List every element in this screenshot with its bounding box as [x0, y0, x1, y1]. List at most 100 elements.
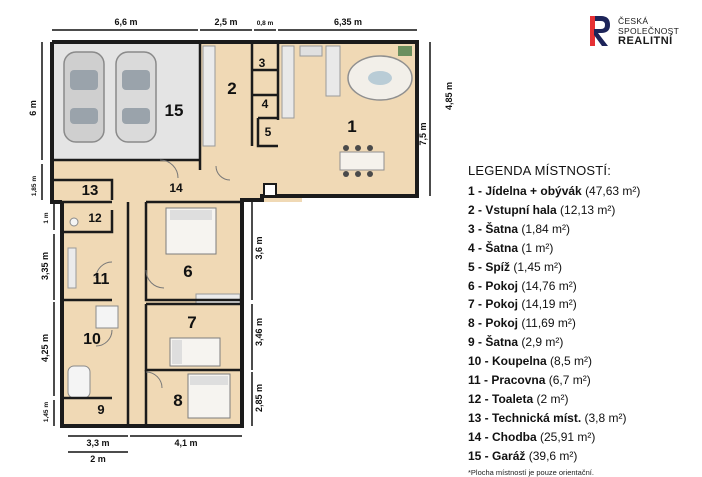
- dim-right-room6: 3,6 m: [254, 236, 264, 259]
- legend-item-label: 4 - Šatna: [468, 240, 519, 255]
- dim-top-garage: 6,6 m: [114, 17, 137, 27]
- legend-item: 5 - Spíž (1,45 m²): [468, 258, 700, 277]
- shower: [95, 305, 119, 329]
- legend-item-area: (12,13 m²): [560, 202, 616, 217]
- room-number-13: 13: [82, 182, 99, 199]
- room-number-1: 1: [347, 117, 356, 136]
- legend-item: 13 - Technická míst. (3,8 m²): [468, 409, 700, 428]
- bed-room6: [165, 207, 217, 255]
- legend-item-label: 10 - Koupelna: [468, 354, 547, 369]
- legend-item-area: (1,84 m²): [521, 221, 571, 236]
- legend-item-area: (11,69 m²): [521, 316, 576, 331]
- dim-bottom-left: 3,3 m: [86, 438, 109, 448]
- legend-item-label: 3 - Šatna: [468, 221, 519, 236]
- legend-item-area: (1 m²): [521, 240, 554, 255]
- bathtub: [67, 365, 91, 399]
- legend-item-area: (2 m²): [536, 391, 569, 406]
- room-number-15: 15: [165, 101, 184, 120]
- floor-plan: 6,6 m 2,5 m 0,8 m 6,35 m 6 m 1,85 m 1 m …: [28, 17, 454, 464]
- dim-bottom-right: 4,1 m: [174, 438, 197, 448]
- legend-item: 8 - Pokoj (11,69 m²): [468, 314, 700, 333]
- room-number-12: 12: [88, 211, 102, 225]
- brand-logo: ČESKÁ SPOLEČNOST REALITNÍ: [588, 14, 688, 54]
- bed-room8: [187, 373, 231, 419]
- toilet-wc: [69, 217, 79, 227]
- dim-left-closet: 1,45 m: [43, 402, 50, 422]
- legend-item-label: 11 - Pracovna: [468, 373, 546, 388]
- legend-item-area: (39,6 m²): [528, 448, 578, 463]
- dim-top-living: 6,35 m: [334, 17, 362, 27]
- legend-item-area: (8,5 m²): [550, 354, 593, 369]
- legend-item-area: (2,9 m²): [521, 335, 564, 350]
- room-number-9: 9: [97, 402, 104, 417]
- room-number-2: 2: [227, 79, 236, 98]
- legend-item-label: 12 - Toaleta: [468, 391, 534, 406]
- column: [263, 183, 277, 197]
- kitchen-counter: [281, 45, 341, 119]
- room-number-10: 10: [83, 331, 101, 348]
- dim-left-wc: 1 m: [43, 212, 50, 223]
- car-right: [115, 51, 157, 143]
- dim-left-bath: 4,25 m: [40, 334, 50, 362]
- bed-room7: [169, 337, 221, 367]
- legend-item-label: 15 - Garáž: [468, 448, 526, 463]
- legend-item: 9 - Šatna (2,9 m²): [468, 333, 700, 352]
- legend-item-area: (3,8 m²): [584, 410, 627, 425]
- legend-note: *Plocha místností je pouze orientační.: [468, 467, 594, 477]
- legend-item-area: (6,7 m²): [548, 373, 591, 388]
- car-left: [63, 51, 105, 143]
- legend-item: 10 - Koupelna (8,5 m²): [468, 352, 700, 371]
- legend-item-label: 1 - Jídelna + obývák: [468, 184, 582, 198]
- doors: [95, 159, 231, 389]
- dining-table: [339, 145, 385, 177]
- room-legend: LEGENDA MÍSTNOSTÍ: 1 - Jídelna + obývák …: [468, 163, 700, 477]
- legend-item-area: (47,63 m²): [585, 184, 641, 198]
- dim-left-garage: 6 m: [28, 100, 38, 116]
- legend-item: 15 - Garáž (39,6 m²): [468, 447, 700, 466]
- dim-right-room7: 3,46 m: [254, 318, 264, 346]
- legend-item-label: 14 - Chodba: [468, 429, 537, 444]
- study-desk: [67, 247, 77, 289]
- legend-item-label: 6 - Pokoj: [468, 278, 519, 293]
- walls: [50, 40, 419, 428]
- legend-item-area: (25,91 m²): [540, 429, 596, 444]
- dim-left-tech: 1,85 m: [31, 176, 38, 196]
- legend-item: 7 - Pokoj (14,19 m²): [468, 295, 700, 314]
- hall-wardrobe: [202, 45, 216, 147]
- room-number-6: 6: [183, 262, 192, 281]
- dim-top-hall: 2,5 m: [214, 17, 237, 27]
- dim-right-living-outer: 4,85 m: [444, 82, 454, 110]
- room-number-4: 4: [262, 97, 269, 111]
- legend-title: LEGENDA MÍSTNOSTÍ:: [468, 163, 612, 178]
- legend-item: 11 - Pracovna (6,7 m²): [468, 371, 700, 390]
- legend-item-area: (1,45 m²): [513, 259, 563, 274]
- legend-list: 1 - Jídelna + obývák (47,63 m²) 2 - Vstup…: [468, 182, 700, 466]
- brand-line-2: SPOLEČNOST: [618, 26, 680, 36]
- legend-item-label: 7 - Pokoj: [468, 297, 519, 312]
- legend-item-area: (14,19 m²): [521, 297, 577, 312]
- legend-item-label: 2 - Vstupní hala: [468, 202, 557, 217]
- dimension-lines: [41, 29, 431, 453]
- legend-item: 4 - Šatna (1 m²): [468, 239, 700, 258]
- dim-top-small: 0,8 m: [257, 20, 274, 27]
- legend-item: 6 - Pokoj (14,76 m²): [468, 277, 700, 296]
- brand-r-mark-icon: [590, 16, 610, 46]
- brand-line-1: ČESKÁ: [618, 16, 649, 26]
- room-number-7: 7: [187, 313, 196, 332]
- legend-item-label: 13 - Technická míst.: [468, 410, 582, 425]
- legend-item-label: 8 - Pokoj: [468, 316, 519, 331]
- legend-item: 3 - Šatna (1,84 m²): [468, 220, 700, 239]
- legend-item: 14 - Chodba (25,91 m²): [468, 428, 700, 447]
- dim-bottom-2m: 2 m: [90, 454, 106, 464]
- inner-walls: [52, 42, 280, 426]
- room-number-11: 11: [93, 271, 110, 288]
- sofa: [347, 46, 413, 101]
- dim-left-study: 3,35 m: [40, 252, 50, 280]
- room-number-3: 3: [259, 56, 266, 70]
- legend-item: 12 - Toaleta (2 m²): [468, 390, 700, 409]
- legend-item-label: 9 - Šatna: [468, 335, 519, 350]
- room-number-8: 8: [173, 391, 182, 410]
- room-number-5: 5: [265, 125, 272, 139]
- brand-line-3: REALITNÍ: [618, 35, 673, 47]
- dim-right-living-inner: 7,5 m: [418, 122, 428, 145]
